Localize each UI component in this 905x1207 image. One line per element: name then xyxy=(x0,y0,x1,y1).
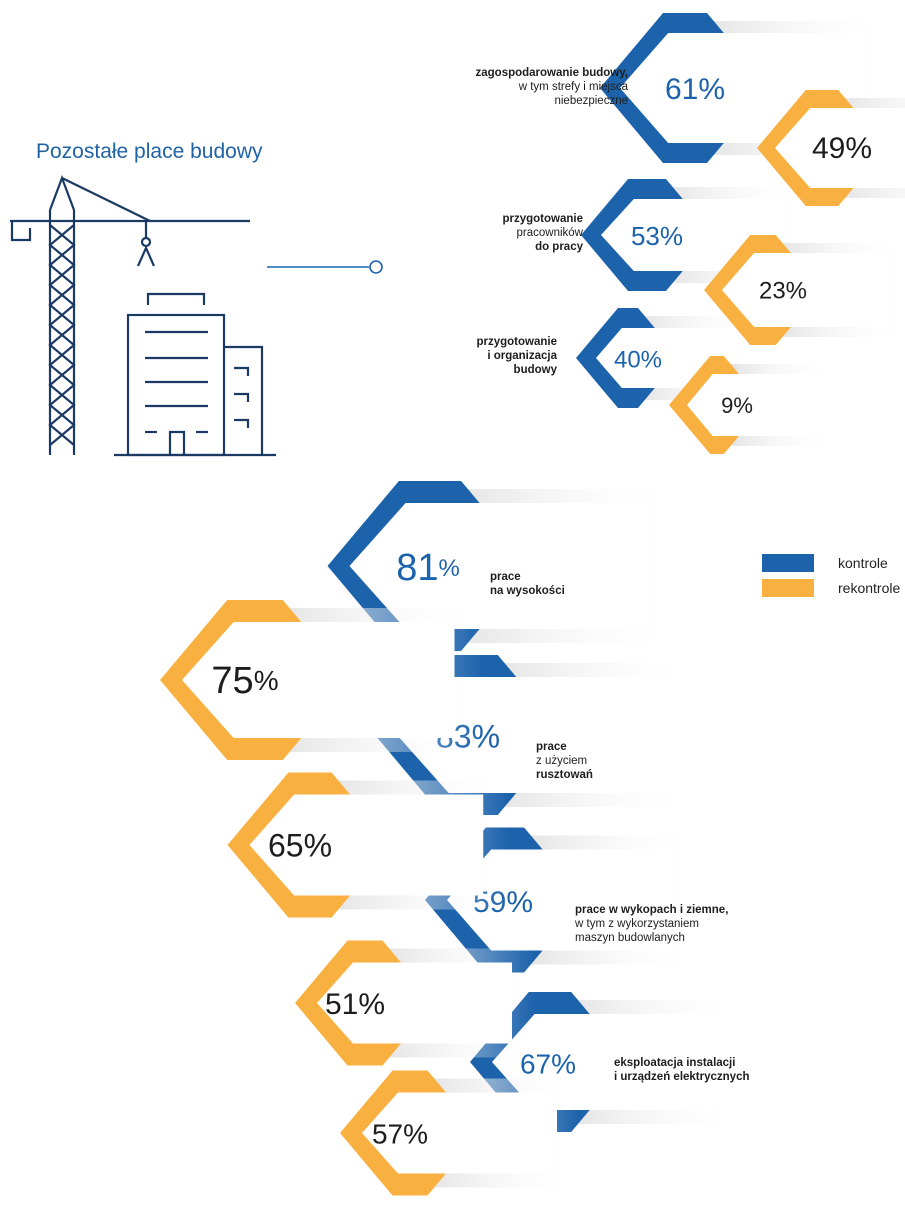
value-rekontrole-b2: 51% xyxy=(325,988,385,1021)
hex-kontrole-b0-inner xyxy=(349,503,646,629)
value-rekontrole-0: 49% xyxy=(812,132,872,165)
category-b0-line-1: na wysokości xyxy=(490,585,565,597)
category-2-line-2: budowy xyxy=(514,364,558,376)
legend-label-rekontrole: rekontrole xyxy=(838,580,901,596)
category-0-line-1: w tym strefy i miejsca xyxy=(518,81,629,93)
page-title: Pozostałe place budowy xyxy=(36,140,263,163)
category-b0-line-0: prace xyxy=(490,571,521,583)
value-rekontrole-1: 23% xyxy=(759,277,807,304)
value-rekontrole-b1: 65% xyxy=(268,827,332,863)
category-b2-line-0: prace w wykopach i ziemne, xyxy=(575,904,728,916)
category-1-line-0: przygotowanie xyxy=(502,213,583,225)
hex-rekontrole-b3-inner xyxy=(362,1092,557,1174)
value-rekontrole-2: 9% xyxy=(721,393,753,418)
category-b1-line-2: rusztowań xyxy=(536,769,593,781)
value-rekontrole-b3: 57% xyxy=(372,1118,428,1149)
legend-swatch-kontrole xyxy=(762,554,814,572)
hex-rekontrole-b2-inner xyxy=(317,962,512,1044)
category-1-line-2: do pracy xyxy=(535,241,584,253)
category-b3-line-1: i urządzeń elektrycznych xyxy=(614,1071,750,1083)
construction-crane-building-icon xyxy=(10,174,276,457)
category-b3-line-0: eksploatacja instalacji xyxy=(614,1057,735,1069)
legend-item-rekontrole: rekontrole xyxy=(762,577,900,599)
hex-rekontrole-2-inner xyxy=(687,374,818,436)
hex-rekontrole-b0-inner xyxy=(182,622,455,738)
value-kontrole-2: 40% xyxy=(614,346,662,373)
category-b1-line-1: z użyciem xyxy=(536,755,587,767)
hex-rekontrole-b1-inner xyxy=(249,794,484,896)
value-kontrole-0: 61% xyxy=(665,73,725,106)
hex-rekontrole-1-inner xyxy=(722,253,887,327)
category-0-line-2: niebezpieczne xyxy=(554,95,628,107)
value-rekontrole-b0: 75% xyxy=(211,660,278,702)
category-b2-line-2: maszyn budowlanych xyxy=(575,932,685,944)
category-2-line-1: i organizacja xyxy=(487,350,557,362)
legend-item-kontrole: kontrole xyxy=(762,552,900,574)
category-2-line-0: przygotowanie xyxy=(476,336,557,348)
category-b2-line-1: w tym z wykorzystaniem xyxy=(574,918,699,930)
hex-rekontrole-0-inner xyxy=(775,108,905,188)
connector-line xyxy=(267,260,383,274)
legend: kontrole rekontrole xyxy=(762,552,900,602)
legend-label-kontrole: kontrole xyxy=(838,555,888,571)
category-0-line-0: zagospodarowanie budowy, xyxy=(476,67,629,79)
value-kontrole-1: 53% xyxy=(631,221,683,251)
category-1-line-1: pracowników xyxy=(517,227,584,239)
legend-swatch-rekontrole xyxy=(762,579,814,597)
category-b1-line-0: prace xyxy=(536,741,567,753)
